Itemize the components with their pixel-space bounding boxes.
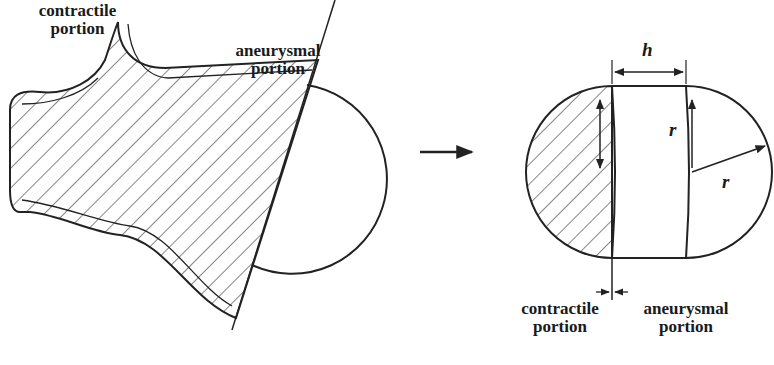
- part-label: contractile portion: [510, 300, 610, 336]
- section-line: [686, 86, 689, 258]
- transform-arrow: [420, 151, 472, 154]
- extension-line: [611, 60, 612, 84]
- aneurysm-hemisphere: [686, 86, 772, 258]
- part-label: aneurysmal portion: [630, 300, 742, 336]
- part-label: contractile portion: [25, 2, 130, 38]
- dimension-arrow: [691, 100, 693, 168]
- dimension-label: h: [640, 40, 655, 60]
- aneurysm-outline: [252, 85, 387, 274]
- dimension-label: r: [667, 120, 678, 140]
- inner-wall: [22, 200, 232, 306]
- dimension-label: r: [720, 172, 731, 192]
- extension-line: [685, 60, 686, 84]
- contractile-hemisphere: [526, 86, 612, 258]
- divider-tick: [611, 258, 613, 300]
- part-label: aneurysmal portion: [222, 42, 334, 78]
- dimension-arrow: [599, 100, 601, 168]
- cylinder-wall: [612, 86, 686, 258]
- pointer-arrow: [596, 291, 609, 292]
- dimension-arrow: [615, 71, 683, 73]
- inner-wall: [22, 78, 98, 104]
- dimension-arrow: [692, 146, 765, 172]
- section-line: [612, 86, 615, 258]
- pointer-arrow: [615, 291, 628, 292]
